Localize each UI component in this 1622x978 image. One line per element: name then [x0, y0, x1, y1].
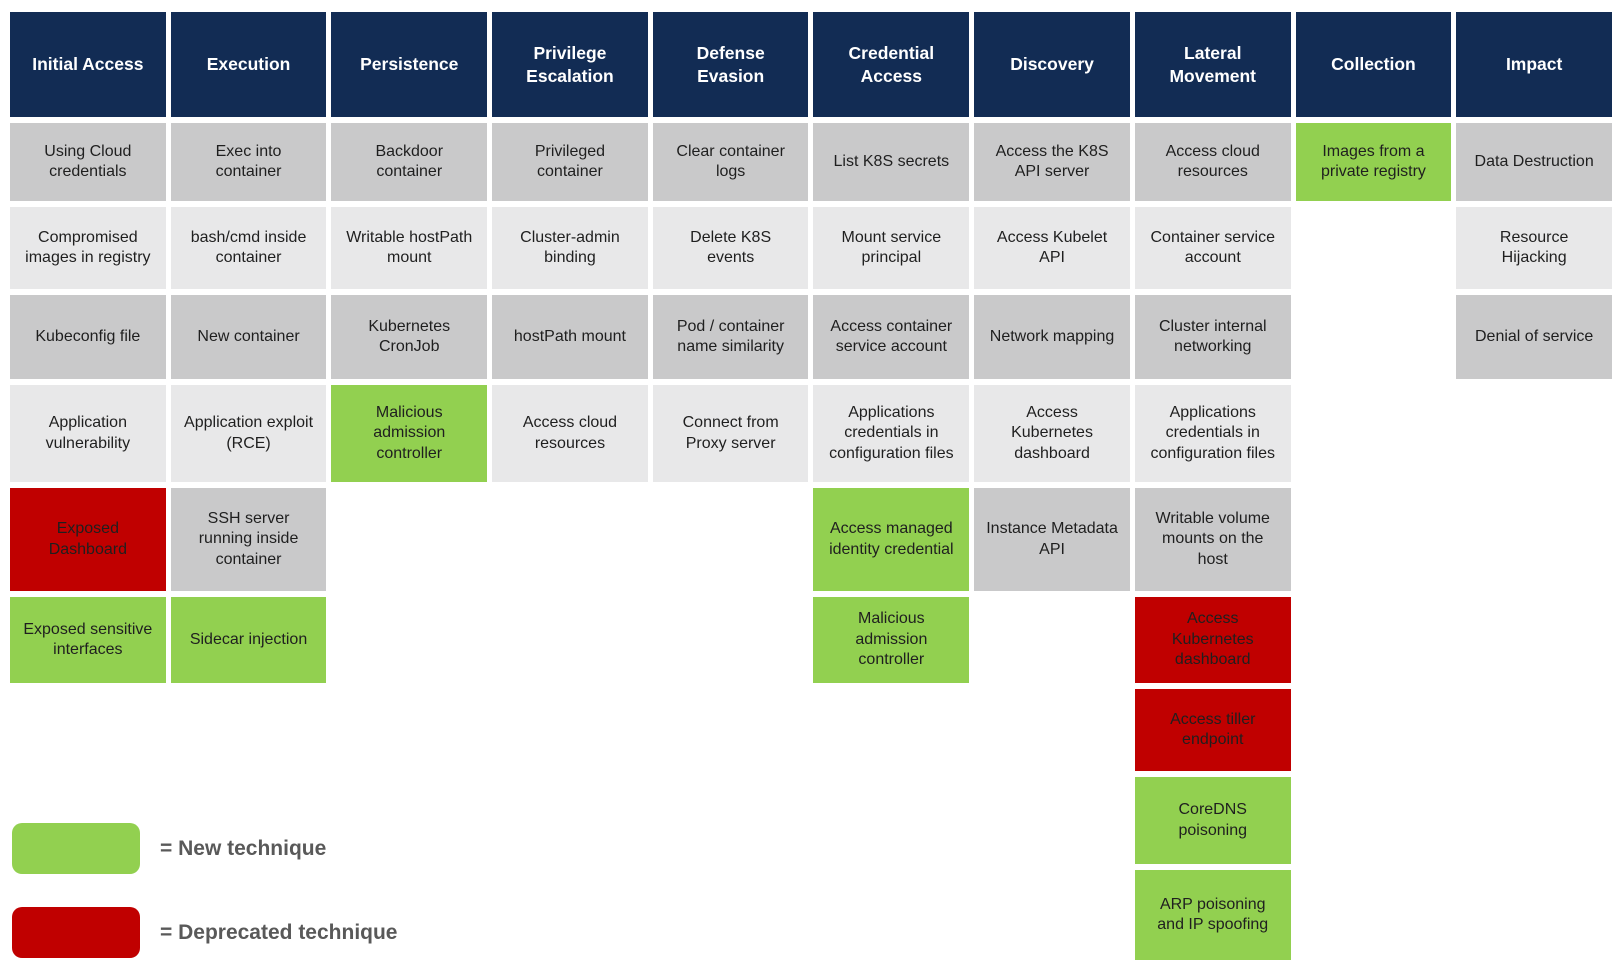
technique-cell: Clear container logs	[652, 123, 809, 201]
technique-cell: Compromised images in registry	[10, 207, 166, 289]
technique-cell: Access Kubelet API	[974, 207, 1130, 289]
technique-cell: Writable hostPath mount	[331, 207, 488, 289]
technique-cell: Applications credentials in configuratio…	[1134, 385, 1291, 482]
technique-cell: Access Kubernetes dashboard	[974, 385, 1130, 482]
legend-item-deprecated-technique: = Deprecated technique	[12, 907, 398, 958]
tactic-header-collection: Collection	[1295, 12, 1452, 117]
technique-cell: ARP poisoning and IP spoofing	[1134, 870, 1291, 960]
technique-cell: Resource Hijacking	[1456, 207, 1612, 289]
tactic-header-credential-access: Credential Access	[813, 12, 970, 117]
technique-cell: New container	[170, 295, 327, 379]
tactic-header-lateral-movement: Lateral Movement	[1134, 12, 1291, 117]
technique-cell: Access cloud resources	[1134, 123, 1291, 201]
technique-cell: Pod / container name similarity	[652, 295, 809, 379]
technique-cell: Exposed Dashboard	[10, 488, 166, 591]
technique-cell: Privileged container	[492, 123, 648, 201]
technique-cell: Application exploit (RCE)	[170, 385, 327, 482]
technique-cell: Backdoor container	[331, 123, 488, 201]
technique-cell: Using Cloud credentials	[10, 123, 166, 201]
technique-cell: Writable volume mounts on the host	[1134, 488, 1291, 591]
deprecated-technique-label: = Deprecated technique	[160, 920, 398, 944]
technique-cell: Instance Metadata API	[974, 488, 1130, 591]
new-technique-swatch	[12, 823, 140, 874]
technique-cell: Exec into container	[170, 123, 327, 201]
technique-cell: bash/cmd inside container	[170, 207, 327, 289]
technique-cell: Applications credentials in configuratio…	[813, 385, 970, 482]
tactic-header-defense-evasion: Defense Evasion	[652, 12, 809, 117]
technique-cell: Network mapping	[974, 295, 1130, 379]
technique-cell: Data Destruction	[1456, 123, 1612, 201]
technique-cell: Denial of service	[1456, 295, 1612, 379]
technique-cell: Access Kubernetes dashboard	[1134, 597, 1291, 683]
technique-cell: Access tiller endpoint	[1134, 689, 1291, 771]
legend-item-new-technique: = New technique	[12, 823, 326, 874]
technique-cell: hostPath mount	[492, 295, 648, 379]
tactic-header-initial-access: Initial Access	[10, 12, 166, 117]
technique-cell: Mount service principal	[813, 207, 970, 289]
technique-cell: Cluster internal networking	[1134, 295, 1291, 379]
technique-cell: CoreDNS poisoning	[1134, 777, 1291, 864]
technique-cell: Connect from Proxy server	[652, 385, 809, 482]
tactic-header-persistence: Persistence	[331, 12, 488, 117]
technique-cell: Sidecar injection	[170, 597, 327, 683]
technique-cell: Malicious admission controller	[813, 597, 970, 683]
technique-cell: Exposed sensitive interfaces	[10, 597, 166, 683]
technique-cell: Application vulnerability	[10, 385, 166, 482]
technique-cell: Container service account	[1134, 207, 1291, 289]
technique-cell: Delete K8S events	[652, 207, 809, 289]
technique-cell: SSH server running inside container	[170, 488, 327, 591]
technique-cell: Malicious admission controller	[331, 385, 488, 482]
new-technique-label: = New technique	[160, 836, 327, 860]
tactic-header-execution: Execution	[170, 12, 327, 117]
technique-cell: Cluster-admin binding	[492, 207, 648, 289]
tactic-header-privilege-escalation: Privilege Escalation	[492, 12, 648, 117]
tactic-header-discovery: Discovery	[974, 12, 1130, 117]
technique-cell: Kubernetes CronJob	[331, 295, 488, 379]
technique-cell: Access managed identity credential	[813, 488, 970, 591]
technique-cell: Images from a private registry	[1295, 123, 1452, 201]
technique-cell: Access cloud resources	[492, 385, 648, 482]
technique-cell: Access container service account	[813, 295, 970, 379]
tactic-header-impact: Impact	[1456, 12, 1612, 117]
deprecated-technique-swatch	[12, 907, 140, 958]
technique-cell: Access the K8S API server	[974, 123, 1130, 201]
technique-cell: List K8S secrets	[813, 123, 970, 201]
technique-cell: Kubeconfig file	[10, 295, 166, 379]
